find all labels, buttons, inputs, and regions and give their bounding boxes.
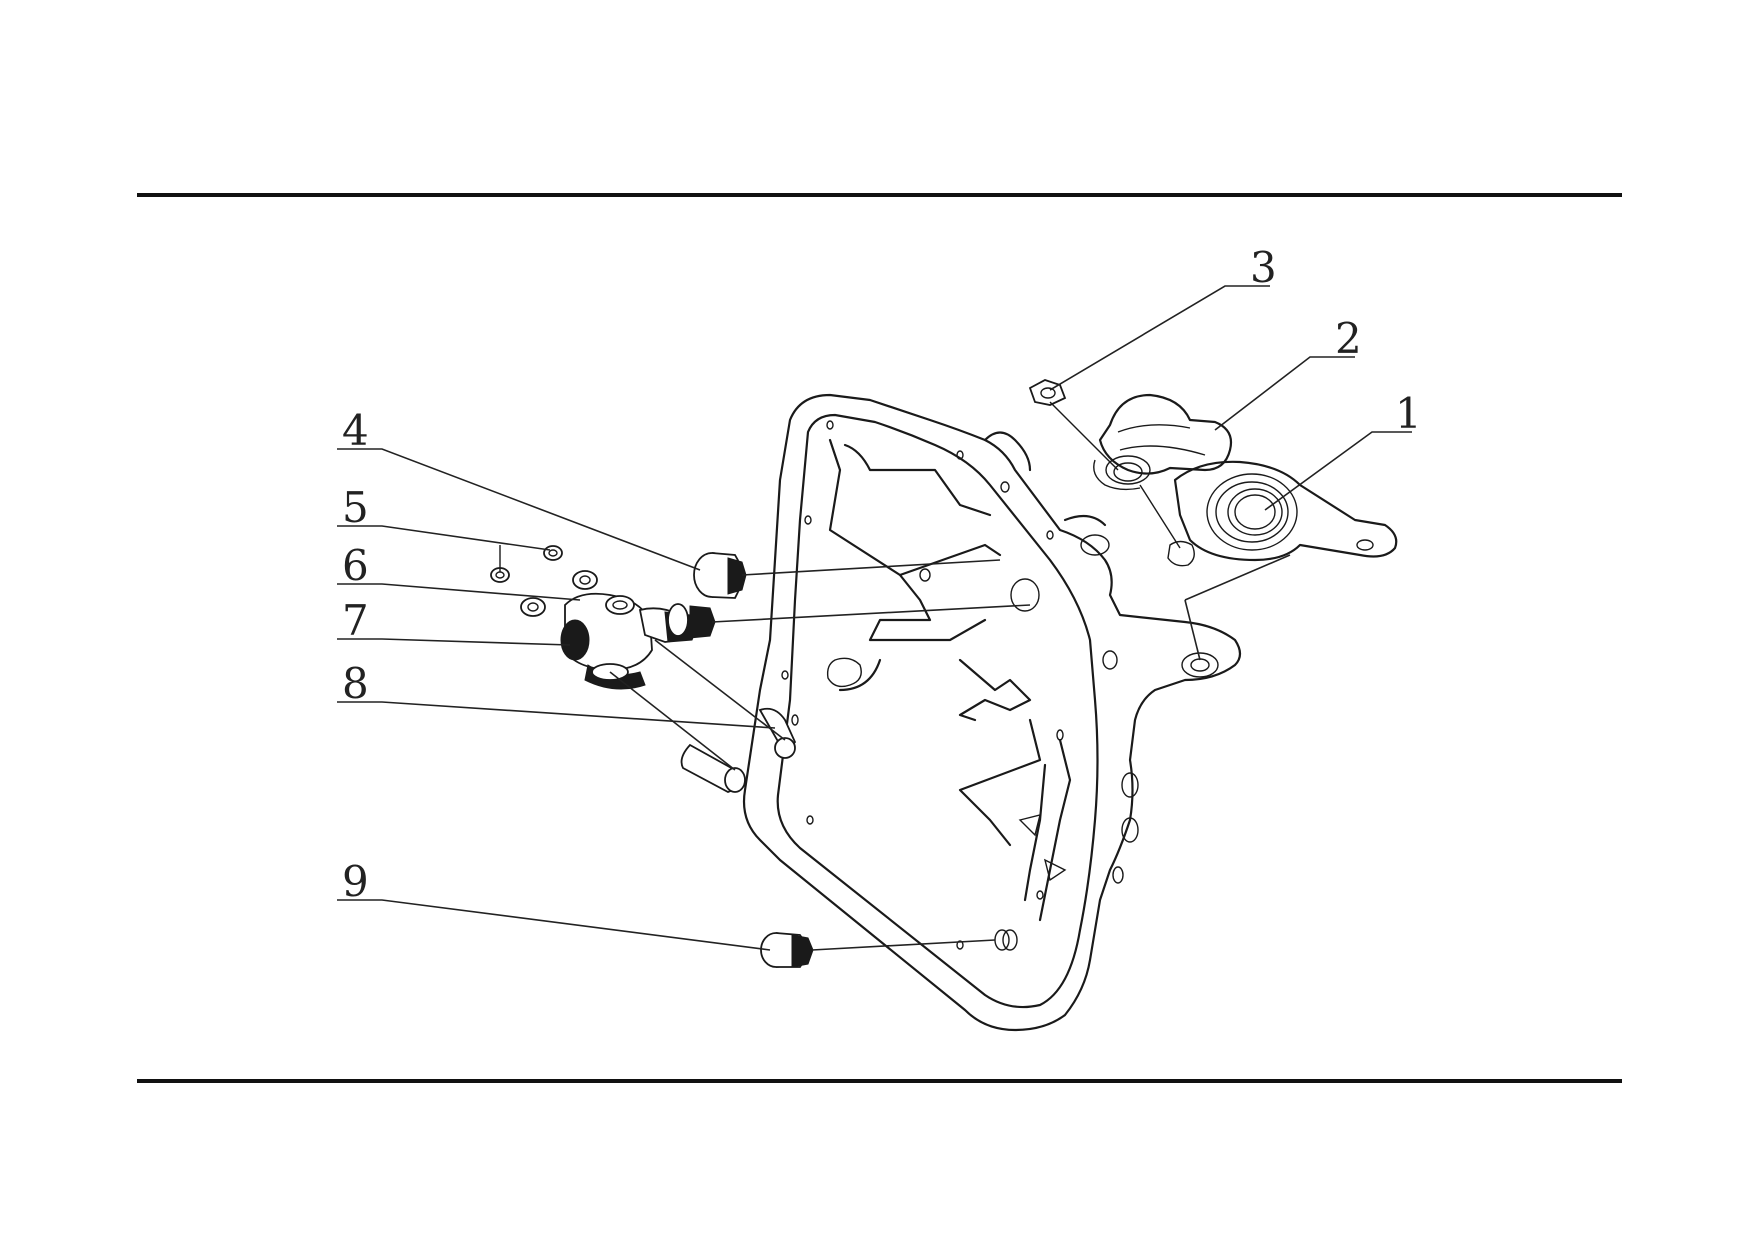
callout-6: 6 xyxy=(342,541,369,590)
frame-housing xyxy=(742,393,1242,1032)
callout-9: 9 xyxy=(342,857,369,906)
callout-3: 3 xyxy=(1250,243,1277,292)
bolt-under-clamp xyxy=(1139,484,1195,567)
part-5-7-valve-assembly xyxy=(490,545,716,690)
part-1-flange xyxy=(1173,460,1398,562)
callout-5: 5 xyxy=(342,483,369,532)
part-8-bolt xyxy=(680,707,797,793)
callout-7: 7 xyxy=(342,596,369,645)
leader-lines xyxy=(337,285,1412,951)
part-3-nut xyxy=(1028,379,1119,471)
callout-8: 8 xyxy=(342,659,369,708)
callout-2: 2 xyxy=(1335,314,1362,363)
part-2-clamp xyxy=(1093,393,1233,491)
callout-labels: 1 2 3 4 5 6 7 8 9 xyxy=(342,243,1422,906)
callout-1: 1 xyxy=(1395,389,1422,438)
part-4-plug xyxy=(693,552,747,599)
part-9-drain-plug xyxy=(760,929,1010,968)
callout-4: 4 xyxy=(342,406,369,455)
